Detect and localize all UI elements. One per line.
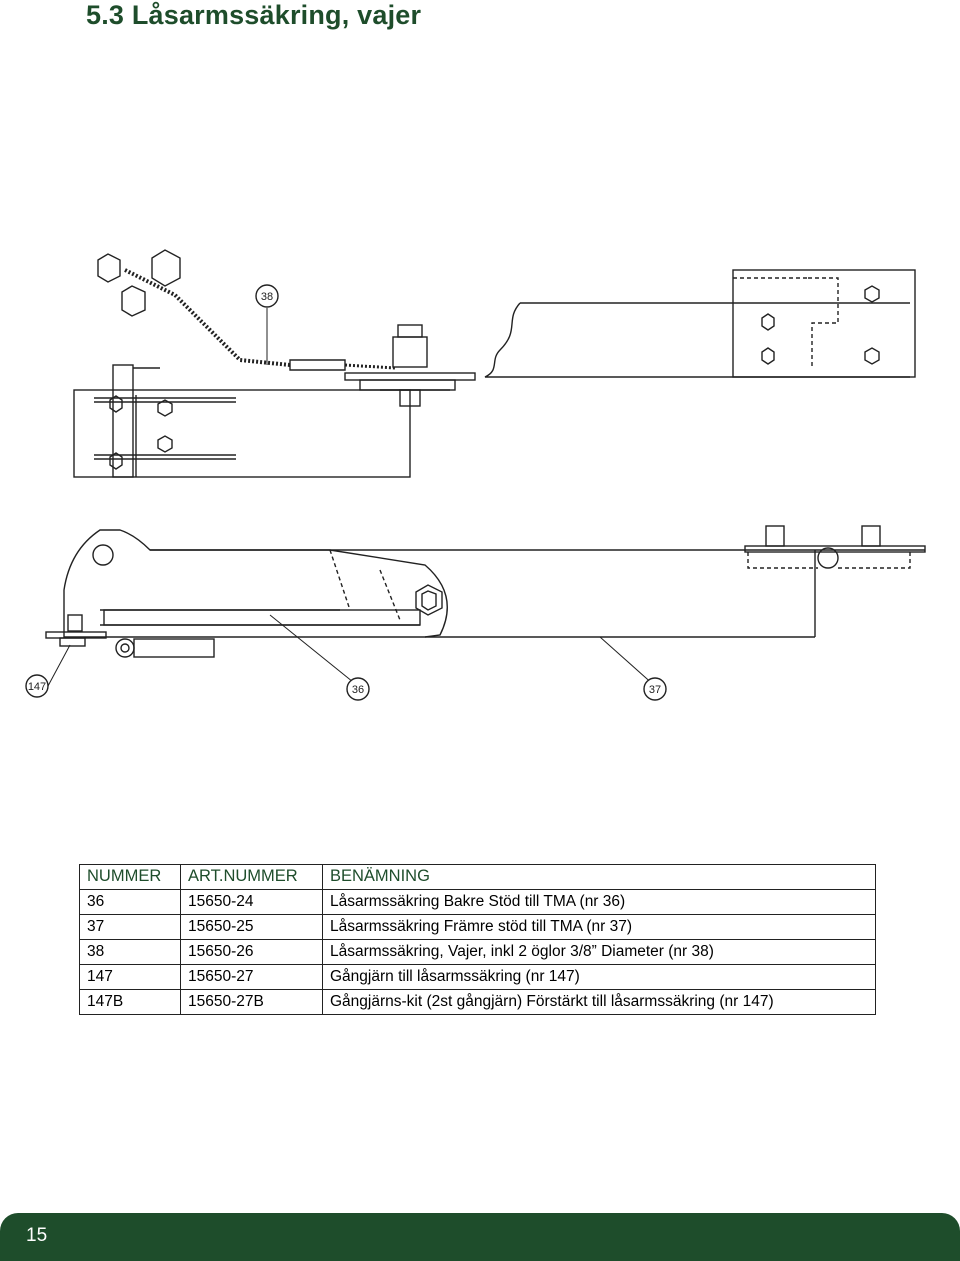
cell-number: 37 [79,914,181,940]
callout-147: 147 [25,674,49,698]
table-row: 147 15650-27 Gångjärn till låsarmssäkrin… [79,964,876,990]
svg-text:147: 147 [28,681,46,693]
lower-assembly [45,525,926,658]
svg-text:38: 38 [261,291,273,303]
header-article-number: ART.NUMMER [180,864,323,890]
cell-article-number: 15650-27B [180,989,323,1015]
header-number: NUMMER [79,864,181,890]
callout-37: 37 [643,677,667,701]
page-number: 15 [26,1225,48,1246]
table-row: 147B 15650-27B Gångjärns-kit (2st gångjä… [79,989,876,1015]
cell-number: 147 [79,964,181,990]
svg-text:36: 36 [352,684,364,696]
technical-drawing: 38 147 36 37 [0,230,960,710]
cell-description: Låsarmssäkring, Vajer, inkl 2 öglor 3/8”… [322,939,876,965]
callout-36: 36 [346,677,370,701]
page-title: 5.3 Låsarmssäkring, vajer [86,0,422,30]
table-row: 38 15650-26 Låsarmssäkring, Vajer, inkl … [79,939,876,965]
table-row: 37 15650-25 Låsarmssäkring Främre stöd t… [79,914,876,940]
cell-number: 36 [79,889,181,915]
callout-38: 38 [255,284,279,308]
cell-article-number: 15650-25 [180,914,323,940]
cell-article-number: 15650-26 [180,939,323,965]
page-footer: 15 [0,1213,960,1261]
cell-description: Gångjärn till låsarmssäkring (nr 147) [322,964,876,990]
table-header-row: NUMMER ART.NUMMER BENÄMNING [79,864,876,890]
table-row: 36 15650-24 Låsarmssäkring Bakre Stöd ti… [79,889,876,915]
cell-article-number: 15650-24 [180,889,323,915]
cell-article-number: 15650-27 [180,964,323,990]
header-description: BENÄMNING [322,864,876,890]
upper-assembly [73,249,916,478]
cell-description: Gångjärns-kit (2st gångjärn) Förstärkt t… [322,989,876,1015]
cell-number: 38 [79,939,181,965]
svg-text:37: 37 [649,684,661,696]
cell-description: Låsarmssäkring Främre stöd till TMA (nr … [322,914,876,940]
parts-table: NUMMER ART.NUMMER BENÄMNING 36 15650-24 … [79,864,876,1015]
cell-description: Låsarmssäkring Bakre Stöd till TMA (nr 3… [322,889,876,915]
cell-number: 147B [79,989,181,1015]
